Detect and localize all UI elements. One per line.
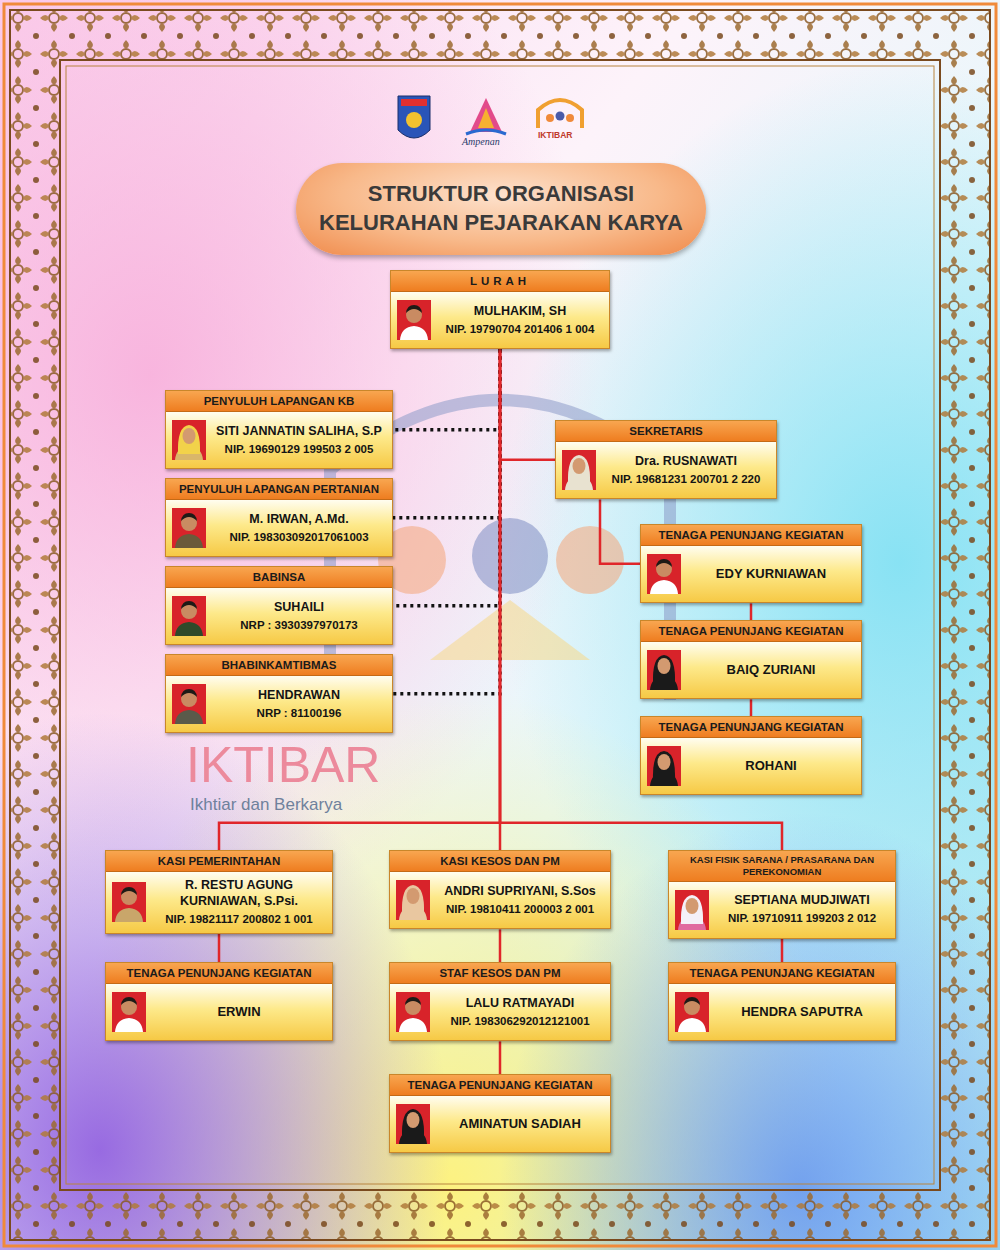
person-name: SUHAILI (212, 600, 386, 616)
person-name: AMINATUN SADIAH (436, 1116, 604, 1132)
org-box: LURAH MULHAKIM, SH NIP. 19790704 201406 1 … (390, 270, 610, 349)
coordination-line (393, 349, 500, 517)
org-box: TENAGA PENUNJANG KEGIATAN ROHANI (640, 716, 862, 795)
photo (647, 746, 681, 786)
org-box: TENAGA PENUNJANG KEGIATAN EDY KURNIAWAN (640, 524, 862, 603)
position-title: TENAGA PENUNJANG KEGIATAN (669, 963, 895, 984)
person-name: EDY KURNIAWAN (687, 566, 855, 582)
id-number: NIP. 19821117 200802 1 001 (152, 912, 326, 927)
photo (172, 596, 206, 636)
org-box: SEKRETARIS Dra. RUSNAWATI NIP. 19681231 20… (555, 420, 777, 499)
photo (172, 420, 206, 460)
id-number: NRP : 3930397970173 (212, 618, 386, 633)
id-number: NRP : 81100196 (212, 706, 386, 721)
position-title: TENAGA PENUNJANG KEGIATAN (641, 525, 861, 546)
photo (675, 992, 709, 1032)
org-box: BABINSA SUHAILI NRP : 3930397970173 (165, 566, 393, 645)
photo (396, 992, 430, 1032)
position-title: KASI KESOS DAN PM (390, 851, 610, 872)
org-box: KASI KESOS DAN PM ANDRI SUPRIYANI, S.SosN… (389, 850, 611, 929)
person-name: Dra. RUSNAWATI (602, 454, 770, 470)
position-title: PENYULUH LAPANGAN PERTANIAN (166, 479, 392, 500)
org-box: KASI FISIK SARANA / PRASARANA DAN PEREKO… (668, 850, 896, 939)
position-title: KASI FISIK SARANA / PRASARANA DAN PEREKO… (669, 851, 895, 882)
position-title: PENYULUH LAPANGAN KB (166, 391, 392, 412)
org-box: STAF KESOS DAN PM LALU RATMAYADI NIP. 1983… (389, 962, 611, 1041)
org-box: TENAGA PENUNJANG KEGIATAN AMINATUN SADIAH (389, 1074, 611, 1153)
org-box: BHABINKAMTIBMAS HENDRAWAN NRP : 81100196 (165, 654, 393, 733)
org-box: TENAGA PENUNJANG KEGIATAN ERWIN (105, 962, 333, 1041)
id-number: NIP. 198303092017061003 (212, 530, 386, 545)
org-box: PENYULUH LAPANGAN KB SITI JANNATIN SALIHA… (165, 390, 393, 469)
coordination-line (393, 349, 500, 429)
photo (397, 300, 431, 340)
position-title: BHABINKAMTIBMAS (166, 655, 392, 676)
org-box: KASI PEMERINTAHAN R. RESTU AGUNG KURNIAWA… (105, 850, 333, 934)
photo (172, 508, 206, 548)
person-name: M. IRWAN, A.Md. (212, 512, 386, 528)
photo (562, 450, 596, 490)
photo (112, 992, 146, 1032)
photo (647, 554, 681, 594)
photo (172, 684, 206, 724)
logo-caption: Ampenan (462, 137, 500, 147)
person-name: ANDRI SUPRIYANI, S.Sos (436, 884, 604, 900)
position-title: BABINSA (166, 567, 392, 588)
id-number: NIP. 198306292012121001 (436, 1014, 604, 1029)
position-title: TENAGA PENUNJANG KEGIATAN (641, 621, 861, 642)
person-name: HENDRA SAPUTRA (715, 1004, 889, 1020)
position-title: TENAGA PENUNJANG KEGIATAN (106, 963, 332, 984)
person-name: BAIQ ZURIANI (687, 662, 855, 678)
person-name: ERWIN (152, 1004, 326, 1020)
id-number: NIP. 19681231 200701 2 220 (602, 472, 770, 487)
photo (396, 880, 430, 920)
watermark: IKTIBAR (186, 740, 380, 790)
position-title: KASI PEMERINTAHAN (106, 851, 332, 872)
chart-title: STRUKTUR ORGANISASI KELURAHAN PEJARAKAN … (301, 180, 701, 237)
logo-caption: IKTIBAR (538, 131, 572, 140)
command-line (600, 499, 640, 563)
person-name: R. RESTU AGUNG KURNIAWAN, S.Psi. (152, 878, 326, 909)
photo (396, 1104, 430, 1144)
position-title: TENAGA PENUNJANG KEGIATAN (390, 1075, 610, 1096)
id-number: NIP. 19690129 199503 2 005 (212, 442, 386, 457)
command-line (218, 934, 221, 962)
title-pill: STRUKTUR ORGANISASI KELURAHAN PEJARAKAN … (296, 163, 706, 255)
org-box: TENAGA PENUNJANG KEGIATAN BAIQ ZURIANI (640, 620, 862, 699)
position-title: SEKRETARIS (556, 421, 776, 442)
org-box: TENAGA PENUNJANG KEGIATAN HENDRA SAPUTRA (668, 962, 896, 1041)
id-number: NIP. 19710911 199203 2 012 (715, 911, 889, 926)
command-line (499, 929, 502, 962)
person-name: SEPTIANA MUDJIWATI (715, 893, 889, 909)
command-line (750, 699, 753, 716)
command-line (499, 1041, 502, 1074)
person-name: ROHANI (687, 758, 855, 774)
watermark: Ikhtiar dan Berkarya (190, 796, 342, 813)
command-line (500, 349, 555, 459)
position-title: STAF KESOS DAN PM (390, 963, 610, 984)
person-name: SITI JANNATIN SALIHA, S.P (212, 424, 386, 440)
photo (112, 882, 146, 922)
id-number: NIP. 19810411 200003 2 001 (436, 902, 604, 917)
person-name: LALU RATMAYADI (436, 996, 604, 1012)
photo (675, 890, 709, 930)
id-number: NIP. 19790704 201406 1 004 (437, 322, 603, 337)
command-line (750, 603, 753, 620)
person-name: MULHAKIM, SH (437, 304, 603, 320)
person-name: HENDRAWAN (212, 688, 386, 704)
position-title: TENAGA PENUNJANG KEGIATAN (641, 717, 861, 738)
org-box: PENYULUH LAPANGAN PERTANIAN M. IRWAN, A.M… (165, 478, 393, 557)
command-line (781, 939, 784, 962)
ornamental-frame (4, 4, 996, 1246)
photo (647, 650, 681, 690)
coordination-line (393, 349, 500, 605)
coordination-line (393, 349, 500, 693)
position-title: LURAH (391, 271, 609, 292)
